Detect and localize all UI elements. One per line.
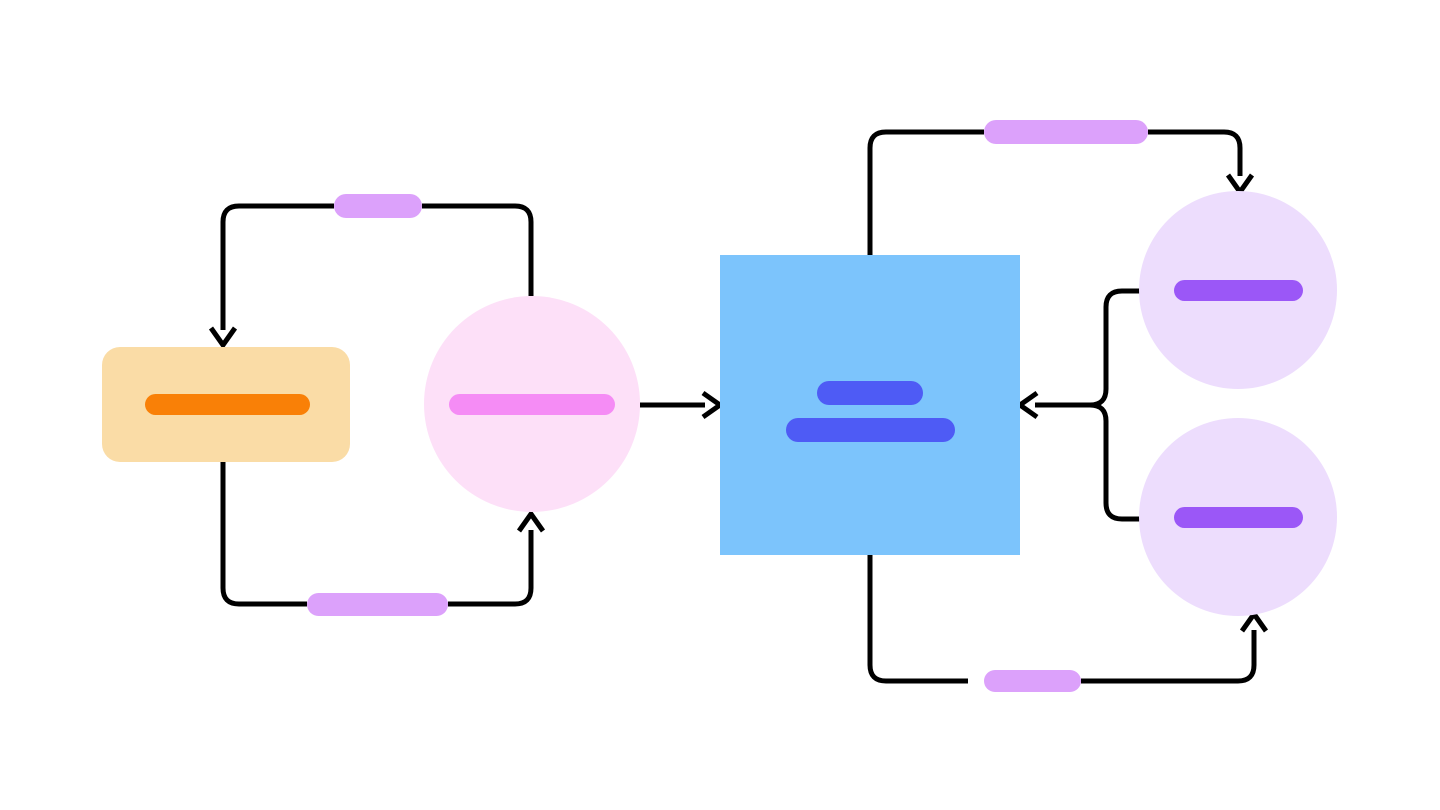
blue-content-bar-bottom — [786, 418, 955, 442]
edge-blue-to-lavender-top-segment — [867, 129, 984, 255]
edge-lavender-circles-merge-to-blue-segment — [1089, 402, 1140, 522]
edge-orange-to-pink-bottom[interactable] — [220, 462, 546, 607]
edge-orange-to-pink-bottom-segment — [220, 462, 307, 607]
pink-content-bar — [449, 394, 615, 415]
edge-labels-layer — [307, 120, 1148, 692]
edge-lavender-circles-merge-to-blue-segment — [1035, 288, 1140, 408]
edge-blue-to-lavender-bottom-segment — [867, 555, 968, 684]
edge-blue-to-lavender-top-segment — [1148, 129, 1243, 176]
pink-circle-node[interactable] — [424, 296, 640, 512]
orange-rounded-rectangle-node[interactable] — [102, 347, 350, 462]
edge-lavender-circles-merge-to-blue-arrowhead — [1015, 390, 1039, 420]
edge-orange-to-pink-bottom-segment — [448, 530, 534, 607]
edge-pink-to-orange-top-segment — [422, 203, 534, 296]
edge-label-pill-top-left[interactable] — [334, 194, 422, 218]
edge-label-pill-top-right-pill[interactable] — [984, 120, 1148, 144]
purple-content-bar — [1174, 507, 1303, 528]
edge-pink-to-orange-top-arrowhead — [208, 326, 238, 350]
lavender-circle-node-top[interactable] — [1139, 191, 1337, 389]
orange-content-bar — [145, 394, 310, 415]
lavender-circle-node-bottom[interactable] — [1139, 418, 1337, 616]
edge-blue-to-lavender-bottom-arrowhead — [1239, 609, 1269, 633]
nodes-layer — [102, 191, 1337, 616]
blue-content-bar-top — [817, 381, 923, 405]
edge-label-pill-bottom-left[interactable] — [307, 593, 448, 616]
edge-label-pill-bottom-left-pill[interactable] — [307, 593, 448, 616]
edge-lavender-circles-merge-to-blue[interactable] — [1015, 288, 1140, 522]
blue-square-node[interactable] — [720, 255, 1020, 555]
edge-label-pill-top-right[interactable] — [984, 120, 1148, 144]
edge-pink-to-blue-arrowhead — [701, 390, 725, 420]
edge-pink-to-orange-top[interactable] — [208, 203, 534, 350]
edge-orange-to-pink-bottom-arrowhead — [516, 509, 546, 533]
edge-label-pill-bottom-right[interactable] — [984, 670, 1081, 692]
purple-content-bar — [1174, 280, 1303, 301]
edge-pink-to-blue[interactable] — [640, 390, 725, 420]
edge-pink-to-orange-top-segment — [220, 203, 334, 330]
edge-label-pill-bottom-right-pill[interactable] — [984, 670, 1081, 692]
edge-blue-to-lavender-top-arrowhead — [1225, 173, 1255, 197]
edge-blue-to-lavender-bottom-segment — [1081, 630, 1257, 684]
edge-label-pill-top-left-pill[interactable] — [334, 194, 422, 218]
